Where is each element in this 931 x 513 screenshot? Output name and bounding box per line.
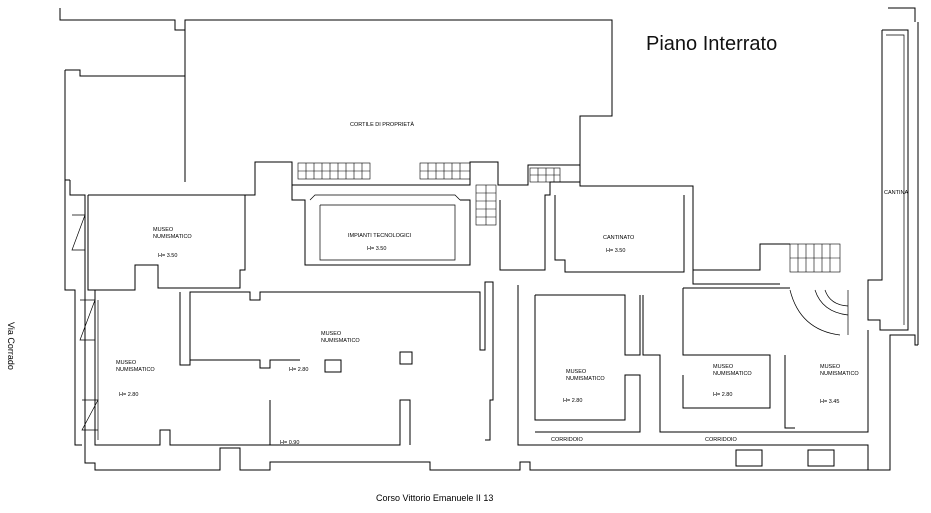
museo-s2-name-2: NUMISMATICO [713,371,752,377]
museo-s2-name-1: MUSEO [713,364,734,370]
museo-s2-height: H= 2.80 [713,392,732,398]
building-outline [64,22,919,471]
museo-center-name-1: MUSEO [321,331,342,337]
museo-s1-height: H= 2.80 [563,398,582,404]
south-rooms-walls [517,285,869,470]
corridor-1-label: CORRIDOIO [551,437,584,443]
impianti-label: IMPIANTI TECNOLOGICI [348,233,412,239]
museo-nw-height: H= 3.50 [158,253,177,259]
stairs-north-3 [529,167,561,183]
museo-e-name-2: NUMISMATICO [820,371,859,377]
museo-sw-height: H= 2.80 [119,392,138,398]
stairs-curved [789,289,849,336]
cantina-label: CANTINA [884,190,908,196]
impianti-height: H= 3.50 [367,246,386,252]
museo-nw-name-1: MUSEO [153,227,174,233]
plan-title: Piano Interrato [646,33,777,55]
stairs-north-2 [419,162,471,180]
museo-center-height: H= 2.80 [289,367,308,373]
museo-center-height-2: H= 0.90 [280,440,299,446]
cantinato-label: CANTINATO [603,235,635,241]
museo-s1-name-2: NUMISMATICO [566,376,605,382]
museo-nw-name-2: NUMISMATICO [153,234,192,240]
museo-s1-name-1: MUSEO [566,369,587,375]
museo-e-name-1: MUSEO [820,364,841,370]
courtyard-label: CORTILE DI PROPRIETÀ [350,121,414,128]
museo-center-name-2: NUMISMATICO [321,338,360,344]
stairs-east [789,243,841,273]
museo-sw-name-2: NUMISMATICO [116,367,155,373]
courtyard-outline [59,7,916,182]
street-left-label: Via Corrado [6,322,16,370]
street-bottom-label: Corso Vittorio Emanuele II 13 [376,493,493,503]
sw-room-walls [94,290,270,446]
north-rooms-walls [87,161,790,291]
stairs-north-1 [297,162,371,180]
museo-sw-name-1: MUSEO [116,360,137,366]
cantina-room [867,29,909,331]
corridor-2-label: CORRIDOIO [705,437,738,443]
central-room-walls [179,281,494,446]
cantinato-height: H= 3.50 [606,248,625,254]
museo-e-height: H= 3.45 [820,399,839,405]
stairs-vertical [475,184,497,226]
